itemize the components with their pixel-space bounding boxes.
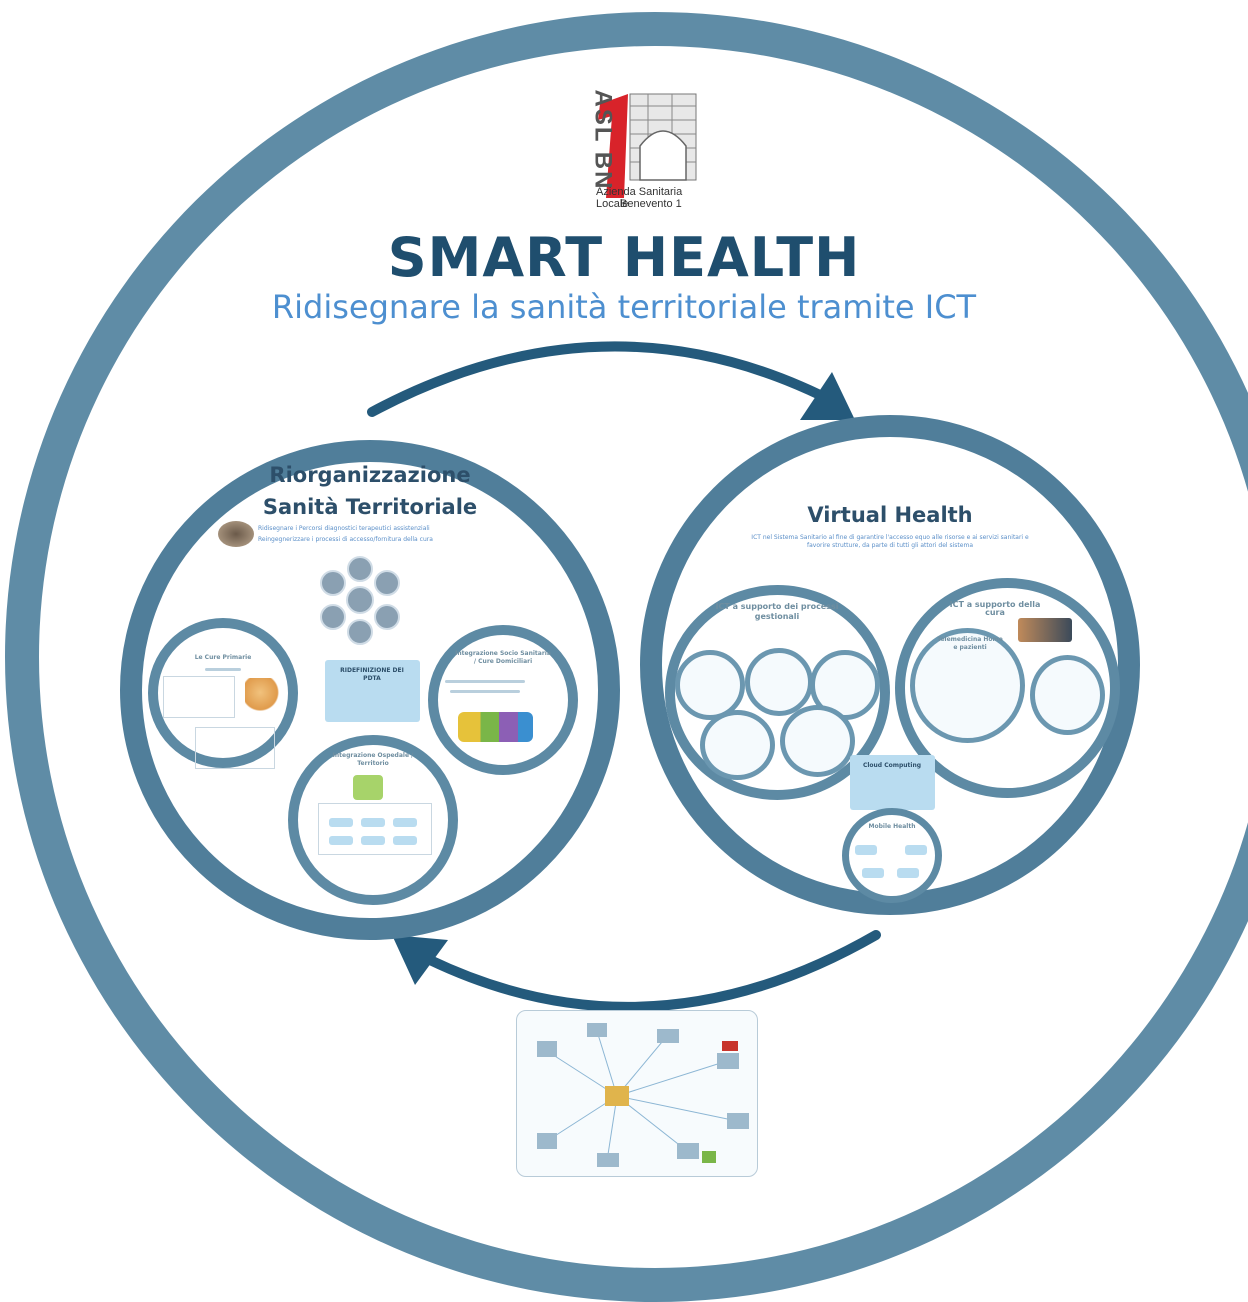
telemedicina-label: Telemedicina Home e pazienti (937, 636, 1003, 651)
cure-primarie-mini-circles (195, 727, 275, 769)
left-bullet-1: Ridisegnare i Percorsi diagnostici terap… (258, 525, 430, 532)
mini-circle-4[interactable] (700, 710, 775, 780)
ict-processi-label: ICT a supporto dei processi gestionali (715, 602, 839, 621)
left-title-line1: Riorganizzazione (269, 463, 471, 487)
integrazione-ospedale-table (318, 803, 432, 855)
circle-integrazione-socio[interactable] (428, 625, 578, 775)
bowl-thumbnail (218, 521, 254, 547)
page-subtitle: Ridisegnare la sanità territoriale trami… (271, 288, 977, 326)
network-map-thumbnail (516, 1010, 758, 1177)
bottom-arrowhead (392, 935, 448, 985)
telemedicina-circle[interactable] (910, 628, 1025, 743)
doctor-thumbnail (1018, 618, 1072, 642)
pdta-label: RIDEFINIZIONE DEI PDTA (340, 667, 404, 682)
mini-circle-5[interactable] (780, 705, 855, 777)
hands-illustration (353, 775, 383, 800)
ict-cura-label: ICT a supporto della cura (949, 600, 1041, 617)
cycle-arrows (367, 341, 881, 1012)
logo-caption-line1: Azienda Sanitaria Locale (596, 186, 683, 210)
cure-primarie-card (163, 676, 235, 718)
cure-primarie-label: Le Cure Primarie (194, 654, 252, 661)
asl-logo: ASL BN Azienda Sanitaria Locale Benevent… (570, 86, 700, 211)
right-description: ICT nel Sistema Sanitario al fine di gar… (751, 534, 1029, 549)
mobile-health-label: Mobile Health (868, 823, 916, 830)
top-arrow (367, 341, 825, 417)
mini-circle-1[interactable] (675, 650, 745, 720)
bottom-arrow (425, 930, 881, 1012)
page-title: SMART HEALTH (387, 226, 861, 289)
logo-caption-line2: Benevento 1 (620, 198, 682, 210)
circle-mobile-health[interactable] (842, 808, 942, 903)
mini-circle-2[interactable] (745, 648, 813, 716)
photo-cluster (305, 555, 415, 645)
top-arrowhead (800, 372, 855, 420)
family-illustration (245, 678, 283, 714)
cloud-computing-box[interactable] (850, 755, 935, 810)
pdta-box[interactable] (325, 660, 420, 722)
left-bullet-2: Reingegnerizzare i processi di accesso/f… (258, 536, 433, 543)
cloud-computing-label: Cloud Computing (862, 762, 922, 769)
integrazione-ospedale-label: Integrazione Ospedale / Territorio (332, 752, 414, 767)
integrazione-socio-label: Integrazione Socio Sanitaria / Cure Domi… (455, 650, 551, 665)
left-title-line2: Sanità Territoriale (262, 495, 478, 519)
right-title: Virtual Health (807, 503, 973, 527)
puzzle-illustration (458, 712, 533, 742)
right-mini-circle[interactable] (1030, 655, 1105, 735)
